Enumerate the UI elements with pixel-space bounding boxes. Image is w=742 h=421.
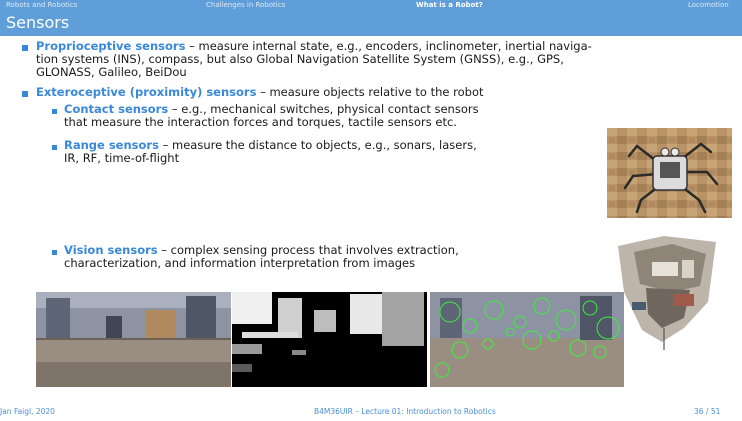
range-sensors-text-line1: – measure the distance to objects, e.g.,…: [158, 138, 477, 152]
depth-map-image: [232, 292, 427, 387]
vision-sensors-item: Vision sensors – complex sensing process…: [64, 244, 604, 270]
proprioceptive-text-line2: tion systems (INS), compass, but also Gl…: [36, 52, 564, 66]
section-navigation: Robots and Robotics Challenges in Roboti…: [0, 0, 742, 10]
range-sensors-term: Range sensors: [64, 138, 159, 152]
footer: Jan Faigl, 2020 B4M36UIR – Lecture 01: I…: [0, 405, 742, 421]
bullet-marker: [22, 91, 28, 97]
contact-sensors-text-line1: – e.g., mechanical switches, physical co…: [168, 102, 479, 116]
hexapod-robot-photo: [607, 128, 732, 218]
contact-sensors-text-line2: that measure the interaction forces and …: [64, 115, 457, 129]
nav-item-challenges[interactable]: Challenges in Robotics: [206, 1, 286, 9]
title-bar: Sensors: [0, 10, 742, 36]
camera-image: [36, 292, 231, 387]
proprioceptive-item: Proprioceptive sensors – measure interna…: [36, 40, 726, 79]
contact-sensors-term: Contact sensors: [64, 102, 169, 116]
footer-course: B4M36UIR – Lecture 01: Introduction to R…: [314, 407, 496, 416]
footer-author: Jan Faigl, 2020: [0, 407, 55, 416]
proprioceptive-text-line3: GLONASS, Galileo, BeiDou: [36, 65, 187, 79]
footer-page-number: 36 / 51: [694, 407, 721, 416]
proprioceptive-term: Proprioceptive sensors: [36, 39, 186, 53]
contact-sensors-item: Contact sensors – e.g., mechanical switc…: [64, 103, 594, 129]
range-sensors-item: Range sensors – measure the distance to …: [64, 139, 594, 165]
slide-title: Sensors: [6, 13, 70, 32]
proprioceptive-text-line1: – measure internal state, e.g., encoders…: [185, 39, 592, 53]
vision-sensors-text-line1: – complex sensing process that involves …: [157, 243, 459, 257]
nav-item-what-is-a-robot[interactable]: What is a Robot?: [416, 1, 483, 9]
range-sensors-text-line2: IR, RF, time-of-flight: [64, 151, 180, 165]
bullet-marker: [22, 45, 28, 51]
vision-sensors-text-line2: characterization, and information interp…: [64, 256, 416, 270]
exteroceptive-item: Exteroceptive (proximity) sensors – meas…: [36, 86, 616, 99]
sub-bullet-marker: [52, 109, 57, 114]
sub-bullet-marker: [52, 145, 57, 150]
nav-item-robots-and-robotics[interactable]: Robots and Robotics: [6, 1, 78, 9]
feature-detection-image: [430, 292, 624, 387]
vision-sensors-term: Vision sensors: [64, 243, 158, 257]
exteroceptive-term: Exteroceptive (proximity) sensors: [36, 85, 257, 99]
nav-item-locomotion[interactable]: Locomotion: [688, 1, 729, 9]
point-cloud-image: [612, 232, 724, 354]
sub-bullet-marker: [52, 250, 57, 255]
exteroceptive-text: – measure objects relative to the robot: [256, 85, 484, 99]
